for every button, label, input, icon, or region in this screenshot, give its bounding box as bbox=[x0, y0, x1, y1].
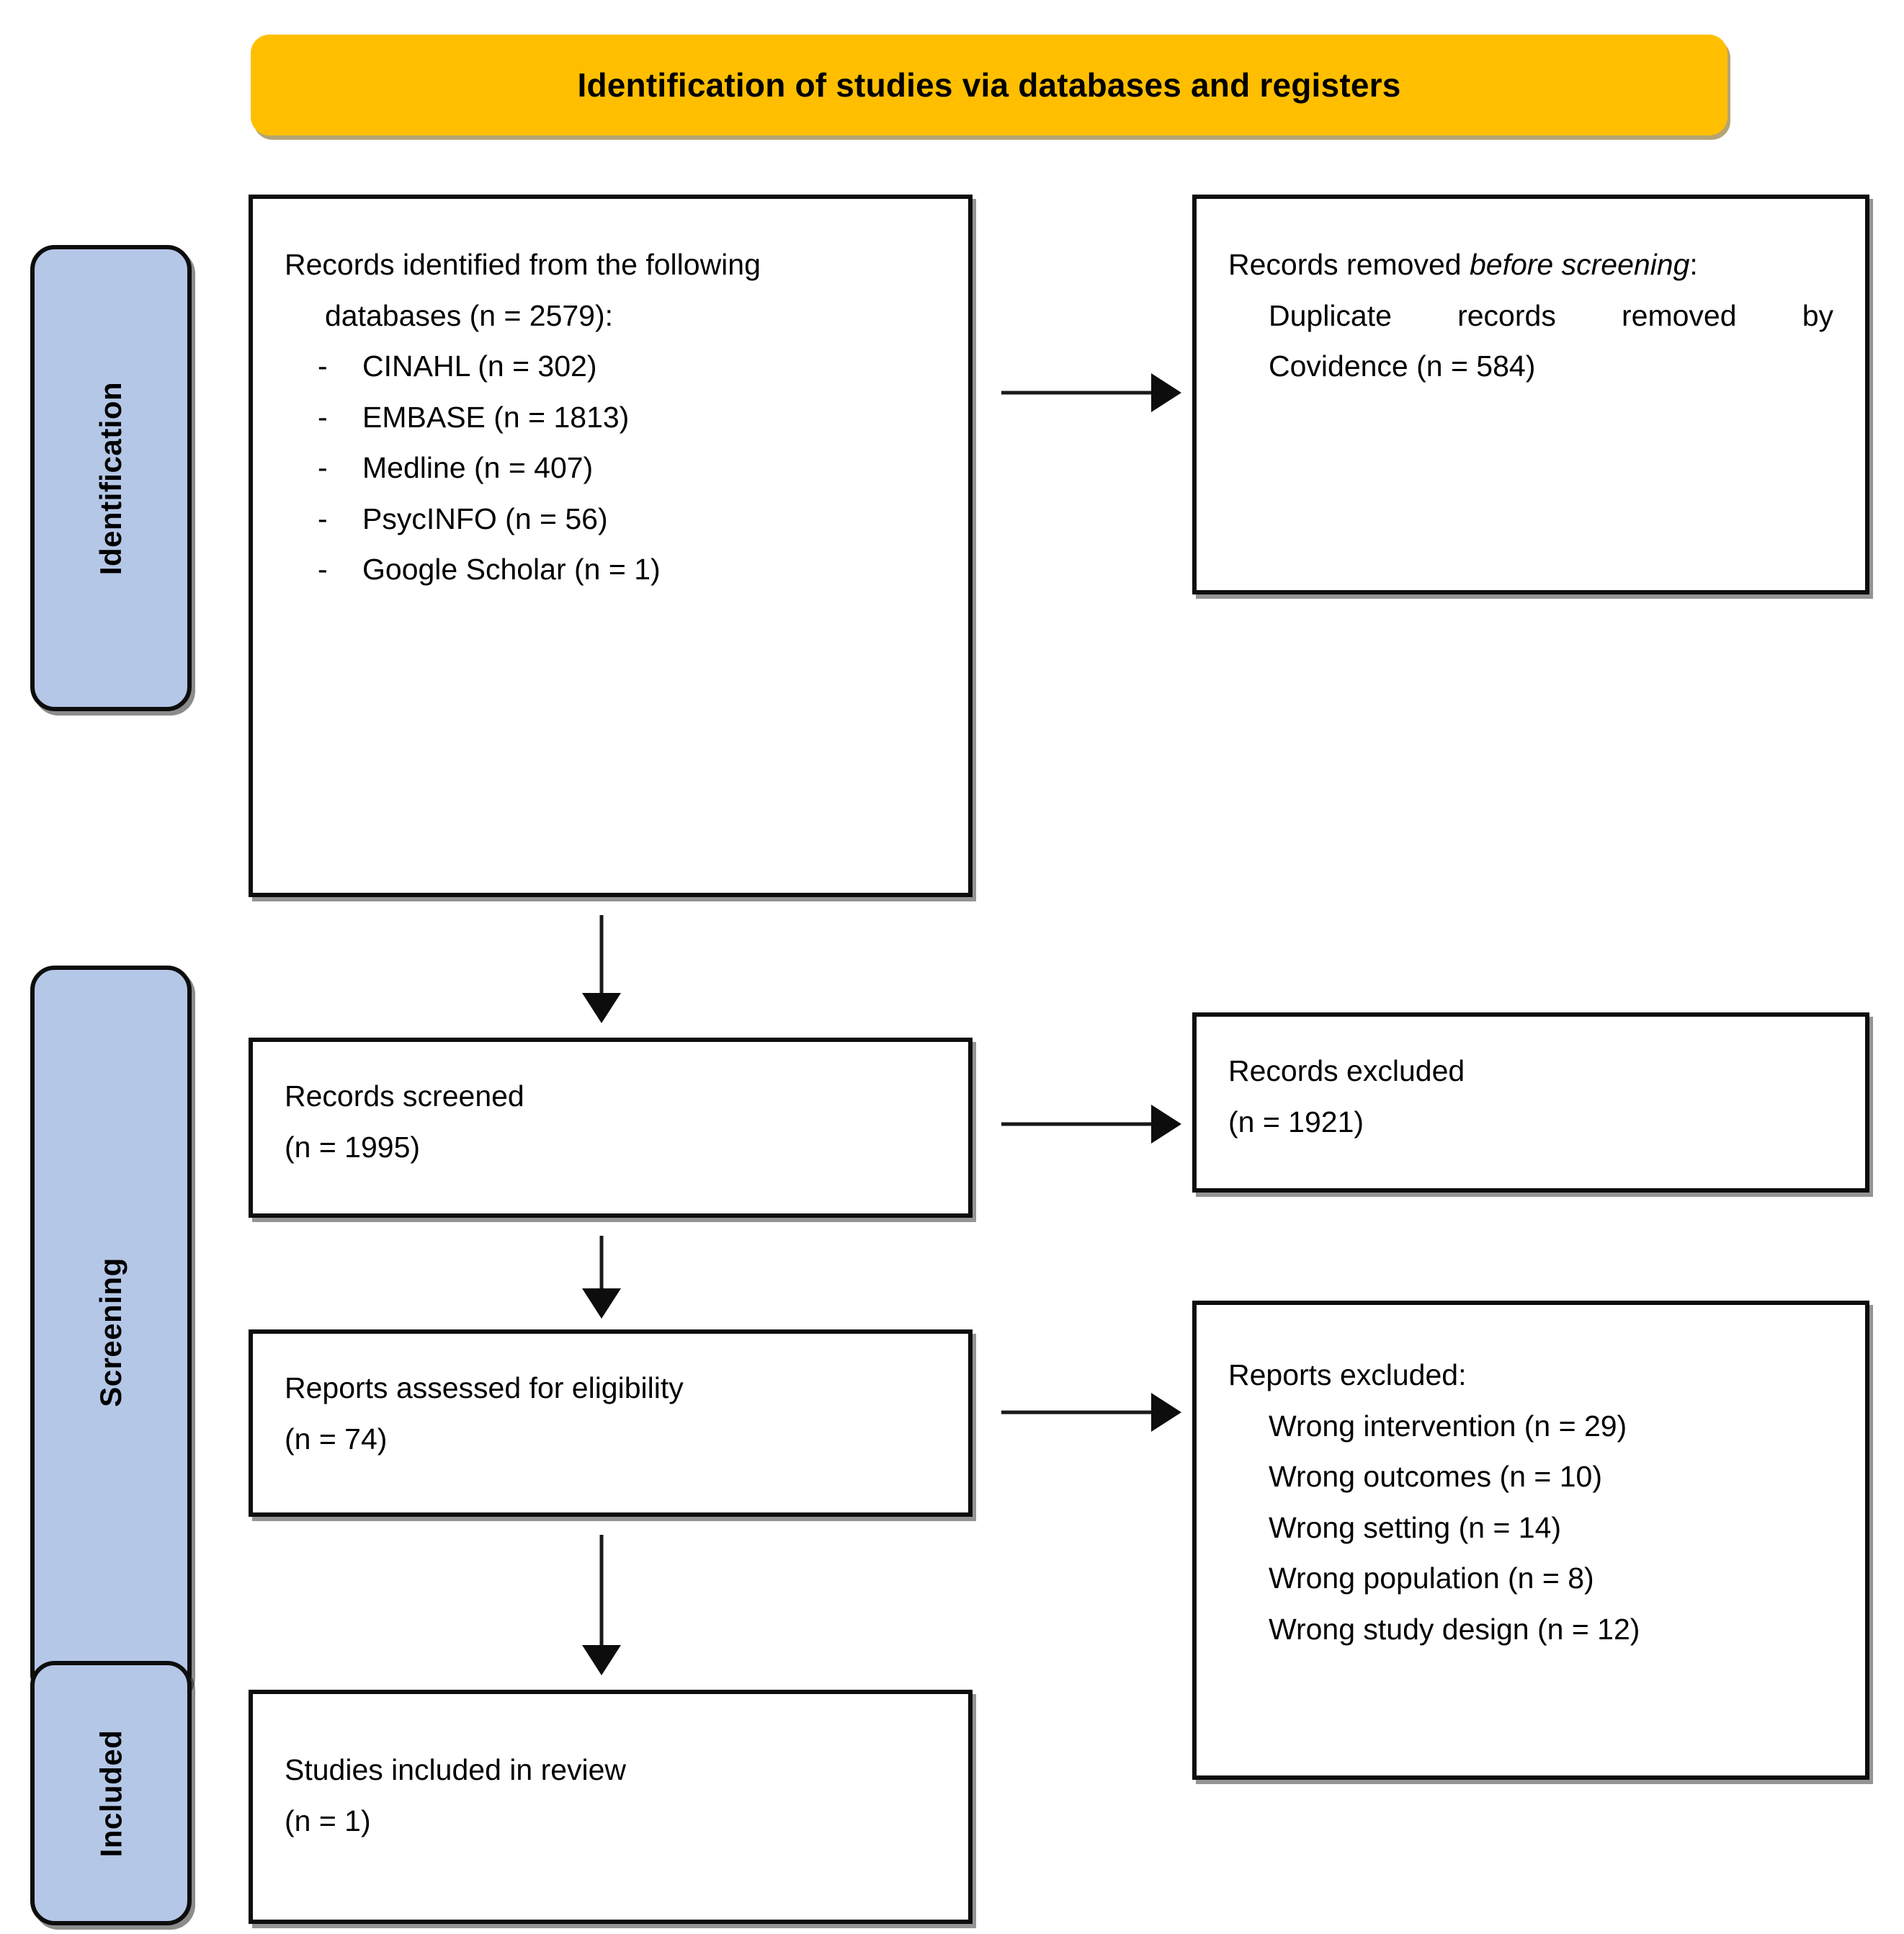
records-removed-title-prefix: Records removed bbox=[1228, 248, 1470, 281]
arrow-down-identified-to-screened-icon bbox=[580, 915, 623, 1023]
reports-assessed-count: (n = 74) bbox=[285, 1422, 388, 1456]
database-item-google-scholar: - Google Scholar (n = 1) bbox=[285, 544, 937, 595]
bullet-marker-icon: - bbox=[318, 400, 328, 434]
studies-included-label: Studies included in review bbox=[285, 1753, 627, 1786]
box-reports-assessed-for-eligibility: Reports assessed for eligibility (n = 74… bbox=[249, 1329, 973, 1517]
box-studies-included-in-review: Studies included in review (n = 1) bbox=[249, 1690, 973, 1924]
database-item-embase: - EMBASE (n = 1813) bbox=[285, 392, 937, 443]
records-screened-label: Records screened bbox=[285, 1079, 524, 1113]
reports-excluded-title: Reports excluded: bbox=[1228, 1358, 1467, 1391]
box-records-removed-before-screening: Records removed before screening: Duplic… bbox=[1192, 195, 1869, 594]
stage-label-screening: Screening bbox=[30, 966, 192, 1698]
stage-label-identification-text: Identification bbox=[94, 381, 128, 575]
database-item-google-scholar-text: Google Scholar (n = 1) bbox=[362, 553, 661, 587]
records-excluded-label: Records excluded bbox=[1228, 1054, 1465, 1087]
reports-excluded-reason-wrong-study-design: Wrong study design (n = 12) bbox=[1269, 1612, 1640, 1646]
arrow-down-eligibility-to-included-icon bbox=[580, 1535, 623, 1675]
box-records-screened: Records screened (n = 1995) bbox=[249, 1038, 973, 1218]
reports-excluded-reason-wrong-population: Wrong population (n = 8) bbox=[1269, 1561, 1594, 1595]
box-reports-excluded: Reports excluded: Wrong intervention (n … bbox=[1192, 1301, 1869, 1780]
database-item-embase-text: EMBASE (n = 1813) bbox=[362, 400, 630, 434]
database-item-cinahl: - CINAHL (n = 302) bbox=[285, 341, 937, 392]
arrow-right-eligibility-to-reports-excluded-icon bbox=[1001, 1391, 1181, 1434]
reports-excluded-reason-wrong-outcomes: Wrong outcomes (n = 10) bbox=[1269, 1460, 1602, 1494]
box-records-identified: Records identified from the following da… bbox=[249, 195, 973, 897]
reports-excluded-reason-wrong-setting: Wrong setting (n = 14) bbox=[1269, 1510, 1562, 1544]
arrow-right-identified-to-removed-icon bbox=[1001, 371, 1181, 414]
box-records-excluded: Records excluded (n = 1921) bbox=[1192, 1012, 1869, 1193]
reports-assessed-label: Reports assessed for eligibility bbox=[285, 1371, 684, 1404]
records-identified-line2: databases (n = 2579): bbox=[325, 298, 614, 332]
database-item-cinahl-text: CINAHL (n = 302) bbox=[362, 349, 597, 383]
stage-label-included: Included bbox=[30, 1661, 192, 1925]
stage-label-included-text: Included bbox=[94, 1729, 128, 1857]
records-screened-count: (n = 1995) bbox=[285, 1130, 421, 1164]
records-excluded-count: (n = 1921) bbox=[1228, 1105, 1364, 1138]
records-removed-detail-line2: Covidence (n = 584) bbox=[1269, 349, 1536, 383]
records-removed-detail-line1: Duplicate records removed by bbox=[1269, 298, 1833, 332]
database-item-psycinfo-text: PsycINFO (n = 56) bbox=[362, 502, 608, 535]
reports-excluded-reason-wrong-intervention: Wrong intervention (n = 29) bbox=[1269, 1409, 1627, 1443]
studies-included-count: (n = 1) bbox=[285, 1804, 371, 1837]
arrow-right-screened-to-records-excluded-icon bbox=[1001, 1102, 1181, 1146]
stage-label-identification: Identification bbox=[30, 245, 192, 711]
database-item-psycinfo: - PsycINFO (n = 56) bbox=[285, 494, 937, 545]
records-removed-title-italic: before screening bbox=[1469, 248, 1690, 281]
database-item-medline: - Medline (n = 407) bbox=[285, 442, 937, 494]
records-removed-title-suffix: : bbox=[1689, 248, 1698, 281]
bullet-marker-icon: - bbox=[318, 553, 328, 587]
bullet-marker-icon: - bbox=[318, 349, 328, 383]
stage-label-screening-text: Screening bbox=[93, 1257, 128, 1407]
page-title: Identification of studies via databases … bbox=[577, 66, 1401, 104]
arrow-down-screened-to-eligibility-icon bbox=[580, 1236, 623, 1319]
header-banner: Identification of studies via databases … bbox=[251, 35, 1728, 135]
records-identified-line1: Records identified from the following bbox=[285, 248, 761, 281]
database-item-medline-text: Medline (n = 407) bbox=[362, 451, 594, 485]
bullet-marker-icon: - bbox=[318, 451, 328, 485]
records-removed-title: Records removed before screening: bbox=[1228, 239, 1833, 290]
bullet-marker-icon: - bbox=[318, 502, 328, 535]
